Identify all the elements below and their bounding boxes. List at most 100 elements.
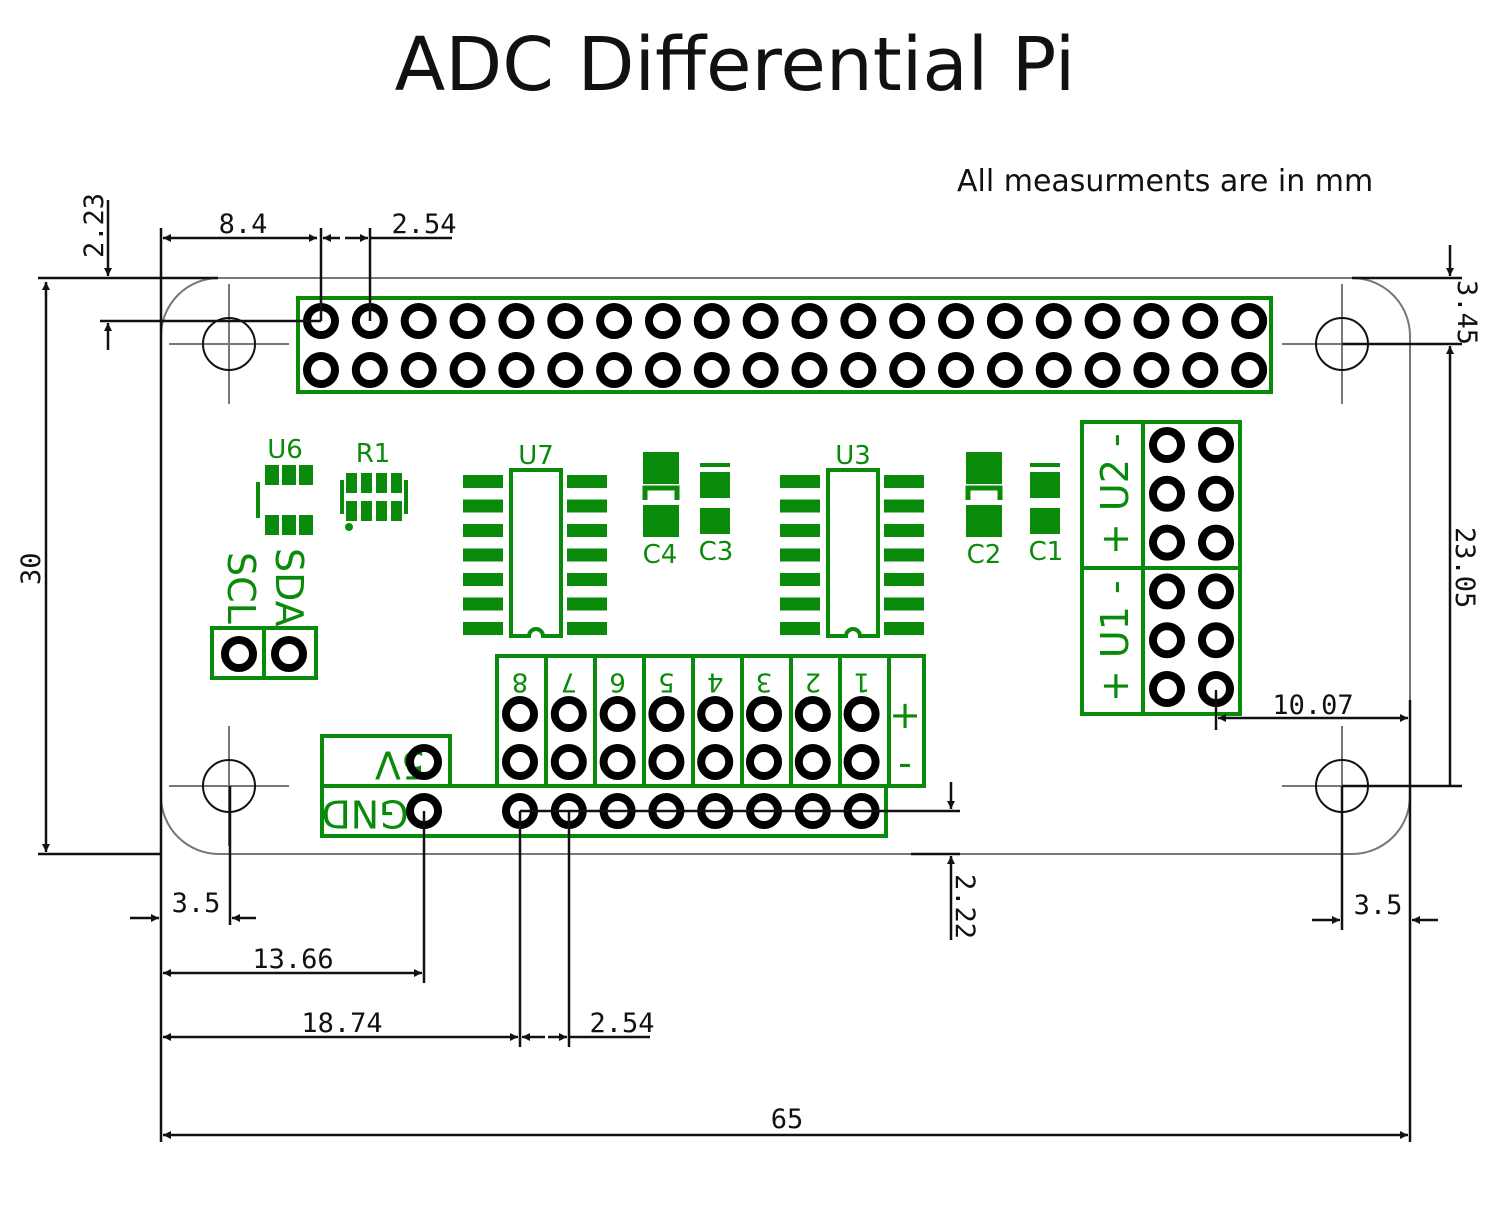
channel-pin-minus bbox=[599, 744, 636, 780]
channel-pin-plus bbox=[746, 696, 782, 732]
terminal-pin bbox=[1149, 475, 1185, 512]
header-pin bbox=[938, 352, 975, 388]
dim-top-offset: 2.23 bbox=[79, 193, 110, 258]
header-pin bbox=[547, 303, 584, 339]
u6-label: U6 bbox=[267, 435, 303, 465]
channel-pin-minus bbox=[697, 744, 734, 780]
channel-pin-plus bbox=[502, 696, 538, 732]
terminal-pin bbox=[1198, 524, 1234, 561]
channel-label: 4 bbox=[707, 667, 724, 697]
header-pin bbox=[889, 352, 926, 388]
channel-label: 3 bbox=[756, 667, 773, 697]
u2-label: + U2 - bbox=[1093, 433, 1137, 555]
terminal-pin bbox=[1198, 427, 1234, 463]
minus-label: - bbox=[898, 741, 912, 785]
header-pin bbox=[351, 352, 388, 388]
terminal-pin bbox=[1149, 573, 1185, 610]
dim-hole-x-left: 3.5 bbox=[172, 888, 221, 919]
header-pin bbox=[498, 352, 535, 388]
u6-chip bbox=[256, 465, 313, 535]
terminal-pin bbox=[1149, 671, 1185, 707]
c3-capacitor bbox=[700, 463, 730, 534]
gpio-header-outline bbox=[296, 296, 1273, 394]
u3-chip bbox=[780, 468, 924, 638]
dim-height: 30 bbox=[16, 552, 47, 585]
channel-pin-minus bbox=[550, 744, 587, 780]
header-pin bbox=[1182, 303, 1219, 339]
header-pin bbox=[840, 303, 877, 339]
header-pin bbox=[742, 303, 779, 339]
dim-pins-x: 18.74 bbox=[301, 1008, 382, 1039]
header-pin bbox=[986, 352, 1023, 388]
gpio-header-pins bbox=[303, 303, 1268, 388]
c2-label: C2 bbox=[967, 540, 1002, 570]
channel-pin-minus bbox=[746, 744, 782, 780]
channel-pin-minus bbox=[502, 744, 538, 780]
terminal-pin bbox=[1198, 622, 1234, 659]
header-pin bbox=[1133, 303, 1170, 339]
header-pin bbox=[1084, 303, 1121, 339]
channel-label: 8 bbox=[512, 667, 529, 697]
channel-pin-plus bbox=[550, 696, 587, 732]
u7-chip bbox=[463, 468, 607, 638]
dim-header-pitch: 2.54 bbox=[391, 209, 456, 240]
diagram-title: ADC Differential Pi bbox=[394, 22, 1076, 108]
u3-label: U3 bbox=[835, 441, 871, 471]
header-pin bbox=[1133, 352, 1170, 388]
header-pin bbox=[498, 303, 535, 339]
channel-label: 5 bbox=[658, 667, 675, 697]
terminal-pin bbox=[1149, 622, 1185, 659]
dim-hole-spacing-y: 23.05 bbox=[1449, 527, 1480, 608]
header-pin bbox=[596, 303, 633, 339]
header-pin bbox=[303, 352, 339, 388]
gnd-label: GND bbox=[321, 792, 408, 836]
header-pin bbox=[1231, 352, 1268, 388]
header-pin bbox=[986, 303, 1023, 339]
r1-label: R1 bbox=[356, 439, 391, 469]
channel-pin-minus bbox=[648, 744, 685, 780]
channel-pin-minus bbox=[843, 744, 880, 780]
header-pin bbox=[596, 352, 633, 388]
dim-hole-x-right: 3.5 bbox=[1354, 890, 1403, 921]
dim-hole-y: 3.45 bbox=[1451, 280, 1482, 345]
header-pin bbox=[791, 352, 828, 388]
header-pin bbox=[644, 352, 681, 388]
channel-label: 2 bbox=[805, 667, 822, 697]
sda-label: SDA bbox=[267, 548, 311, 627]
r1-resistor bbox=[340, 473, 408, 531]
channel-pin-minus bbox=[794, 744, 831, 780]
header-pin bbox=[742, 352, 779, 388]
channel-pin-plus bbox=[648, 696, 685, 732]
dim-gnd-x: 13.66 bbox=[252, 944, 333, 975]
c3-label: C3 bbox=[699, 537, 734, 567]
header-pin bbox=[1084, 352, 1121, 388]
terminal-pin bbox=[1149, 427, 1185, 463]
dimension-lines bbox=[38, 200, 1462, 1142]
dim-pins-pitch: 2.54 bbox=[589, 1008, 654, 1039]
c4-capacitor bbox=[642, 452, 680, 537]
dim-terminal-offset: 10.07 bbox=[1272, 690, 1353, 721]
header-pin bbox=[693, 352, 730, 388]
scl-label: SCL bbox=[219, 552, 263, 624]
dim-bottom-offset: 2.22 bbox=[949, 874, 980, 939]
c2-capacitor bbox=[965, 452, 1003, 537]
dim-header-x: 8.4 bbox=[219, 209, 268, 240]
header-pin bbox=[889, 303, 926, 339]
terminal-pin bbox=[1149, 524, 1185, 561]
channel-label: 6 bbox=[609, 667, 626, 697]
header-pin bbox=[400, 303, 437, 339]
dim-width: 65 bbox=[771, 1104, 804, 1135]
header-pin bbox=[840, 352, 877, 388]
header-pin bbox=[449, 303, 486, 339]
u7-label: U7 bbox=[518, 441, 554, 471]
header-pin bbox=[400, 352, 437, 388]
header-pin bbox=[644, 303, 681, 339]
header-pin bbox=[1035, 352, 1072, 388]
channel-pin-plus bbox=[697, 696, 734, 732]
c4-label: C4 bbox=[643, 540, 678, 570]
scl-pad bbox=[221, 636, 257, 672]
channel-pins bbox=[502, 696, 880, 829]
channel-label: 7 bbox=[561, 667, 578, 697]
header-pin bbox=[791, 303, 828, 339]
